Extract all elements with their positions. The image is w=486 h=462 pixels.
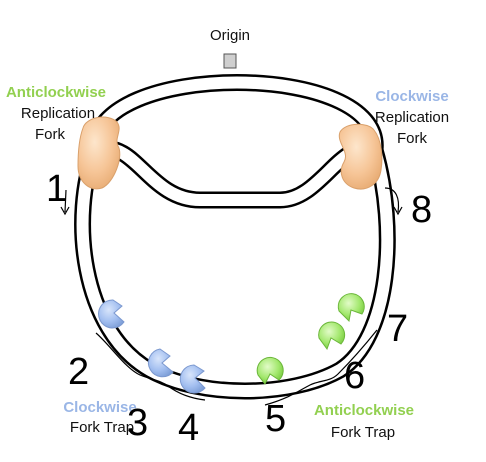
number-8: 8: [411, 189, 432, 231]
clockwise-trap-direction: Clockwise: [63, 399, 136, 416]
left-replisome: [77, 116, 121, 190]
tus-blue-2: [148, 348, 174, 378]
number-1: 1: [46, 168, 67, 210]
right-fork-arrow: [384, 187, 403, 216]
right-fork-direction: Clockwise: [375, 88, 448, 105]
right-replisome: [338, 123, 383, 190]
replicated-bubble-inner: [98, 142, 374, 206]
number-3: 3: [127, 402, 148, 444]
origin-marker: [223, 53, 237, 69]
anticlockwise-trap-brace: [264, 329, 378, 406]
tus-green-2: [318, 321, 346, 351]
number-2: 2: [68, 351, 89, 393]
tus-blue-3: [179, 364, 206, 394]
tus-green-1: [256, 357, 284, 385]
origin-label: Origin: [210, 27, 250, 44]
right-fork-line2: Replication: [375, 109, 449, 126]
left-fork-direction: Anticlockwise: [6, 84, 106, 101]
number-5: 5: [265, 398, 286, 440]
number-6: 6: [344, 355, 365, 397]
chromosome: [74, 74, 396, 400]
left-fork-line3: Fork: [35, 126, 66, 143]
number-7: 7: [387, 308, 408, 350]
chromosome-inner-strand: [76, 147, 394, 397]
clockwise-trap-line2: Fork Trap: [70, 419, 134, 436]
tus-green-3: [337, 293, 365, 323]
tus-blue-1: [98, 299, 125, 329]
right-fork-line3: Fork: [397, 130, 428, 147]
number-4: 4: [178, 407, 199, 449]
anticlockwise-trap-direction: Anticlockwise: [314, 402, 414, 419]
left-fork-line2: Replication: [21, 105, 95, 122]
clockwise-trap-brace: [95, 332, 206, 401]
anticlockwise-trap-line2: Fork Trap: [331, 424, 395, 441]
left-fork-arrow: [60, 189, 70, 216]
